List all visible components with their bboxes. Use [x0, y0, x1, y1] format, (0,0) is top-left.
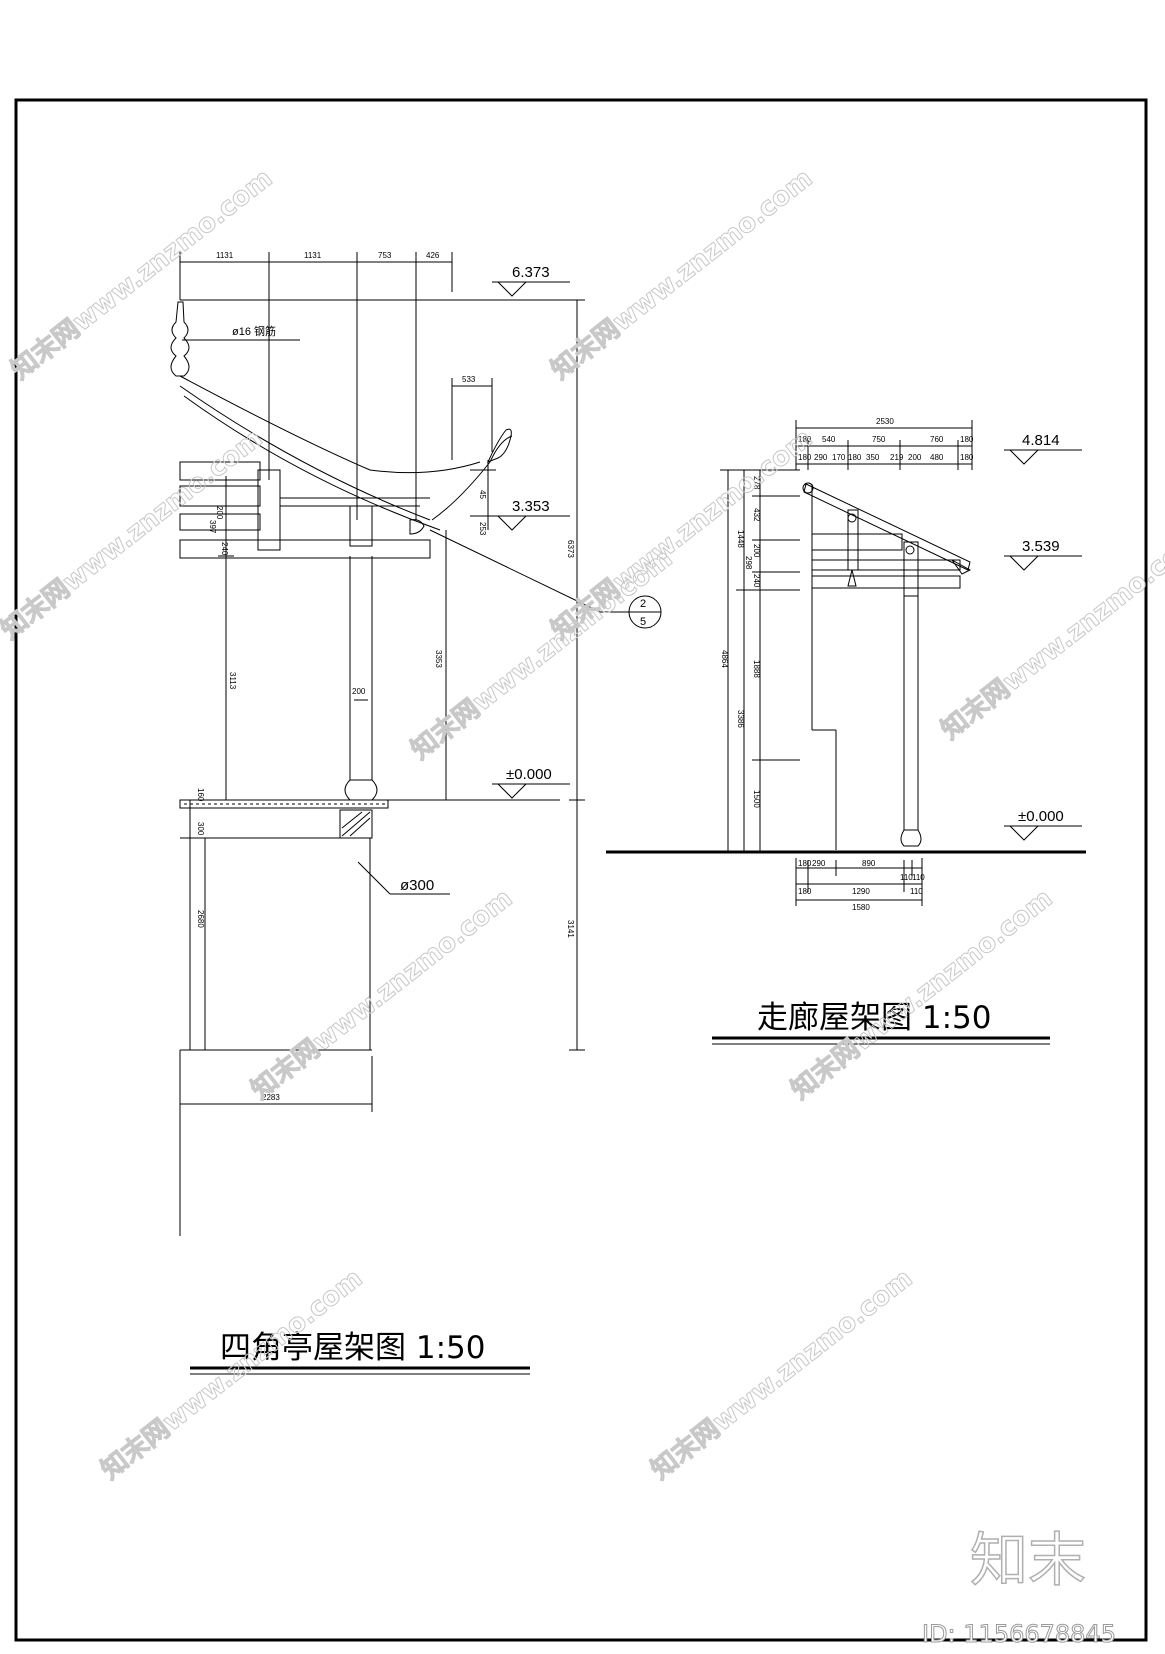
dim-label: 1131 — [216, 251, 234, 260]
watermark-text: 知末网www.znzmo.com — [0, 423, 268, 645]
watermark-text: 知末网www.znzmo.com — [646, 1263, 918, 1485]
watermark-layer: 知末网www.znzmo.com 知末网www.znzmo.com 知末网www… — [0, 163, 1165, 1486]
dim-label: 540 — [822, 435, 836, 444]
dim-label: 890 — [862, 859, 876, 868]
dim-label: 480 — [930, 453, 944, 462]
dim-label: 290 — [814, 453, 828, 462]
dim-label: 1448 — [736, 530, 745, 548]
level-eave: 3.353 — [512, 498, 550, 515]
watermark-text: 知末网www.znzmo.com — [406, 543, 678, 765]
corridor-top-total: 2530 — [876, 417, 894, 426]
pavilion-section — [170, 252, 662, 1375]
dim-label: 397 — [208, 520, 217, 534]
watermark-text: 知末网www.znzmo.com — [6, 163, 278, 385]
dim-label: 110 — [910, 887, 923, 896]
dim-label: 240 — [752, 574, 761, 588]
dim-label: 278 — [752, 476, 761, 490]
level-ground: ±0.000 — [506, 766, 552, 783]
dim-label: 219 — [890, 453, 904, 462]
dim-label: 240 — [220, 542, 229, 556]
dim-label: 290 — [812, 859, 826, 868]
corridor-left-dims: 4864 3386 278 432 1448 200 298 240 1888 … — [720, 476, 761, 808]
detail-ref-bottom: 5 — [640, 616, 646, 628]
dim-label: 432 — [752, 508, 761, 522]
dim-label: 750 — [872, 435, 886, 444]
corridor-level-top: 4.814 — [1022, 432, 1060, 449]
watermark-text: 知末网www.znzmo.com — [246, 883, 518, 1105]
dim-label: 300 — [196, 822, 205, 836]
dim-label: 180 — [848, 453, 862, 462]
dim-label: 170 — [832, 453, 846, 462]
dim-label: 110 — [912, 873, 925, 882]
dim-label: 1290 — [852, 887, 870, 896]
corridor-title: 走廊屋架图 1:50 — [757, 1000, 991, 1036]
dim-label: 4864 — [720, 650, 729, 668]
corridor-bottom-dims: 180 290 890 110 110 180 1290 110 1580 — [798, 859, 925, 912]
column-dim: 200 — [352, 687, 366, 696]
znzmo-logo: 知末 — [970, 1526, 1086, 1594]
dim-label: 753 — [378, 251, 392, 260]
pavilion-vertical-dims: 200 397 240 3113 3353 6373 160 300 2680 … — [196, 490, 575, 938]
watermark-id: ID: 1156678845 — [922, 1620, 1116, 1648]
dim-label: 6373 — [566, 540, 575, 558]
dim-label: 1580 — [852, 903, 870, 912]
dim-label: 160 — [196, 788, 205, 802]
dim-label: 3353 — [434, 650, 443, 668]
base-dim: 2283 — [262, 1093, 280, 1102]
dim-label: 3113 — [228, 672, 237, 690]
dim-label: 760 — [930, 435, 944, 444]
pavilion-top-dims: 1131 1131 753 426 — [216, 251, 440, 260]
dim-label: 180 — [960, 435, 974, 444]
corridor-section — [606, 420, 1086, 1045]
dim-label: 3141 — [566, 920, 575, 938]
dim-label: 180 — [798, 453, 812, 462]
detail-ref-top: 2 — [640, 598, 646, 610]
watermark-text: 知末网www.znzmo.com — [786, 883, 1058, 1105]
dim-label: 180 — [798, 435, 812, 444]
dim-label: 298 — [744, 556, 753, 570]
dim-label: 253 — [478, 522, 487, 536]
dim-label: 180 — [798, 887, 812, 896]
watermark-text: 知末网www.znzmo.com — [936, 523, 1165, 745]
dim-label: 200 — [752, 544, 761, 558]
corridor-top-row1: 180 540 750 760 180 — [798, 435, 974, 444]
dim-label: 1888 — [752, 660, 761, 678]
corridor-level-ground: ±0.000 — [1018, 808, 1064, 825]
dim-label: 45 — [478, 490, 487, 499]
dim-label: 180 — [798, 859, 812, 868]
corridor-top-row2: 180 290 170 180 350 219 200 480 180 — [798, 453, 974, 462]
dim-label: 2680 — [196, 910, 205, 928]
drawing-frame — [14, 98, 1148, 1642]
dim-label: 426 — [426, 251, 440, 260]
ridge-dim: 533 — [462, 375, 476, 384]
dim-label: 180 — [960, 453, 974, 462]
dim-label: 200 — [215, 506, 224, 520]
dim-label: 110 — [900, 873, 913, 882]
dim-label: 1131 — [304, 251, 322, 260]
dim-label: 1500 — [752, 790, 761, 808]
dim-label: 3386 — [736, 710, 745, 728]
level-top: 6.373 — [512, 264, 550, 281]
dim-label: 200 — [908, 453, 922, 462]
rod-label: ø16 钢筋 — [232, 324, 276, 338]
pavilion-title: 四角亭屋架图 1:50 — [220, 1330, 485, 1366]
dim-label: 350 — [866, 453, 880, 462]
corridor-level-mid: 3.539 — [1022, 538, 1060, 555]
watermark-text: 知末网www.znzmo.com — [546, 163, 818, 385]
pile-label: ø300 — [400, 877, 434, 894]
